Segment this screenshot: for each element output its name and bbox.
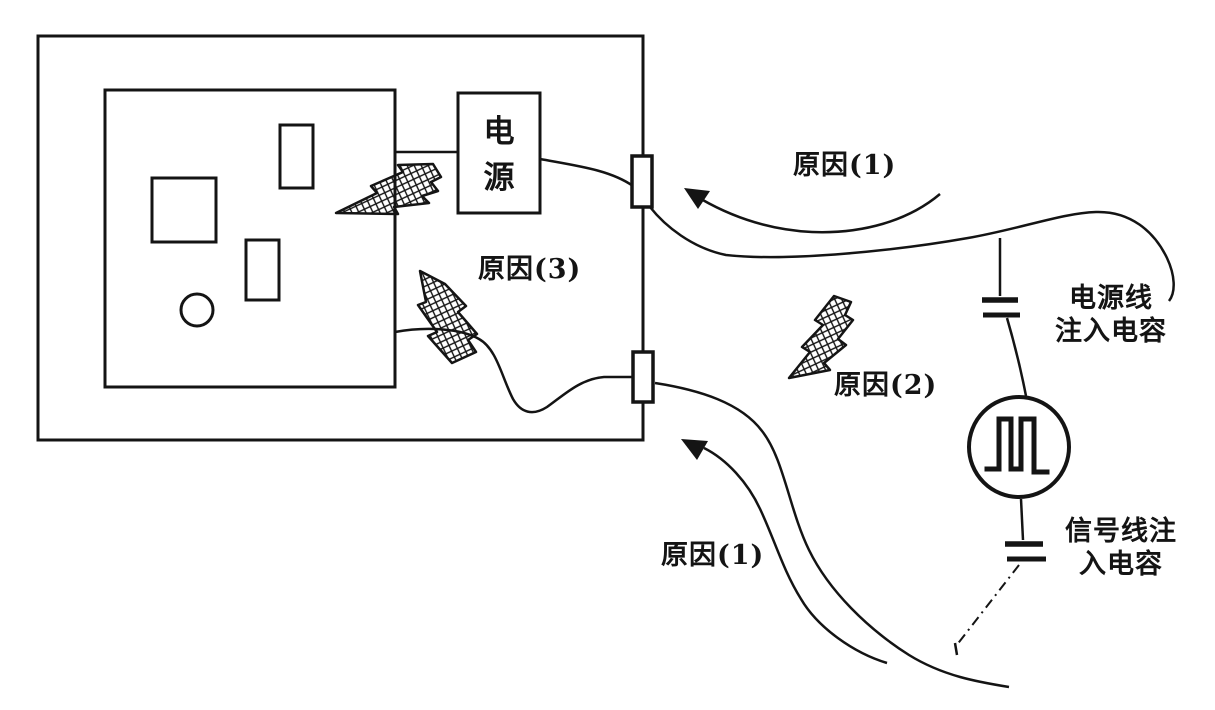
capacitor-link-dashed	[955, 564, 1020, 647]
power-supply-label-line2: 源	[483, 160, 515, 196]
power-line-wire	[649, 206, 1175, 302]
pcb-component-rect-mid	[244, 238, 281, 302]
pcb-component-square	[150, 176, 218, 244]
power-supply-label-line1: 电	[483, 113, 515, 150]
label-signal-line-capacitor-line1: 信号线注	[1065, 516, 1177, 547]
power-to-connector-wire	[539, 157, 634, 188]
label-signal-line-capacitor-line2: 入电容	[1079, 548, 1163, 580]
pulse-generator	[967, 395, 1071, 499]
io-connector-top	[630, 154, 654, 209]
signal-injection-capacitor	[953, 498, 1046, 656]
equipment-enclosure	[36, 34, 645, 442]
label-power-line-capacitor-line2: 注入电容	[1055, 315, 1167, 347]
label-power-line-capacitor: 电源线 注入电容	[1048, 283, 1174, 349]
pcb-board	[103, 88, 397, 389]
io-connector-bottom	[631, 350, 655, 404]
pcb-component-rect-top	[278, 123, 315, 190]
label-signal-line-capacitor: 信号线注 入电容	[1058, 516, 1184, 582]
lightning-bolt-inner	[416, 269, 479, 365]
power-supply-label: 电 源	[458, 97, 540, 213]
lightning-bolt-pcb	[334, 162, 443, 216]
pcb-to-connector-wire	[394, 327, 635, 414]
label-power-line-capacitor-line1: 电源线	[1069, 283, 1153, 314]
label-cause3: 原因(3)	[478, 254, 582, 285]
lightning-bolt-field	[787, 294, 855, 380]
coupling-arrow-bottom	[681, 439, 888, 665]
signal-line-wire	[654, 381, 1010, 689]
label-cause1-bottom: 原因(1)	[661, 540, 765, 571]
label-cause2: 原因(2)	[834, 370, 938, 401]
pulse-waveform	[984, 416, 1050, 475]
label-cause1-top: 原因(1)	[793, 150, 897, 181]
pcb-component-circle	[179, 292, 215, 328]
power-injection-capacitor	[982, 238, 1028, 397]
coupling-arrow-top	[684, 188, 941, 234]
